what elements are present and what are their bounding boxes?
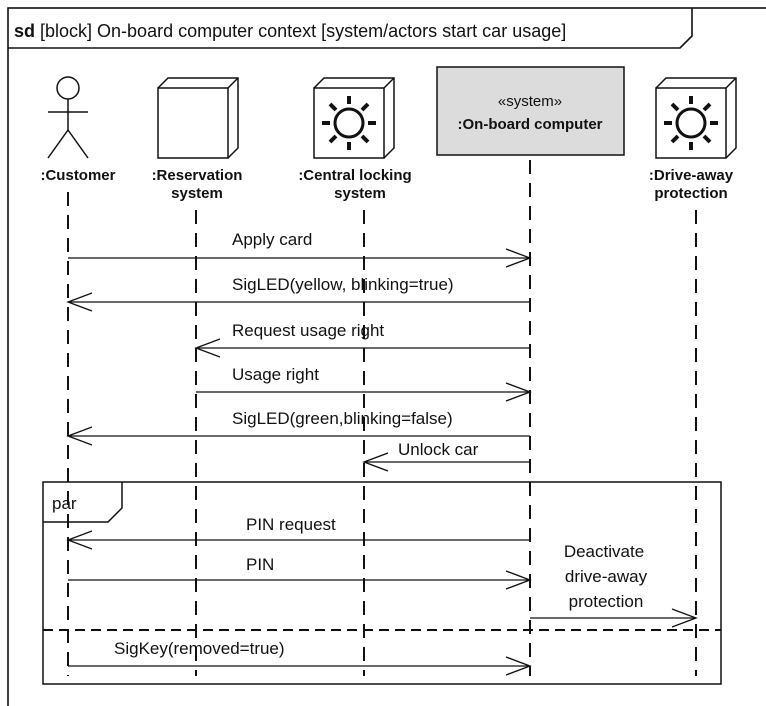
msg-sigled-yellow-arrowhead [66,292,93,312]
par-fragment-frame [42,481,722,685]
diagram-frame [7,7,766,706]
central-locking-label-2: system [334,185,386,202]
msg-deactivate-label-1: Deactivate [564,542,644,561]
msg-pin-arrowhead [505,570,532,590]
msg-request-usage-label: Request usage right [232,321,384,340]
msg-request-usage-arrowhead [194,338,221,358]
reservation-label-2: system [171,185,223,202]
msg-unlock-car-arrowhead [362,452,389,472]
frame-title-text: [block] On-board computer context [syste… [35,21,566,41]
onboard-computer-box [436,66,625,156]
msg-sigled-green-label: SigLED(green,blinking=false) [232,409,453,428]
msg-pin-request-label: PIN request [246,515,336,534]
frame-name-tab [8,8,693,49]
msg-sigkey-arrowhead [505,656,532,676]
msg-apply-card-arrowhead [505,248,532,268]
msg-pin-request-arrowhead [66,530,93,550]
customer-actor-icon [47,76,89,159]
frame-keyword: sd [14,21,35,41]
central-locking-block-icon [313,77,395,159]
msg-deactivate-label-2: drive-away [565,567,648,586]
central-locking-label-1: :Central locking [298,167,411,184]
msg-usage-right-label: Usage right [232,365,319,384]
onboard-label: :On-board computer [458,116,603,133]
msg-sigled-green-arrowhead [66,426,93,446]
msg-pin-label: PIN [246,555,274,574]
reservation-block-icon [157,77,239,159]
reservation-label-1: :Reservation [152,167,243,184]
msg-sigkey-label: SigKey(removed=true) [114,639,285,658]
customer-label: :Customer [40,167,115,184]
driveaway-block-icon [655,77,737,159]
msg-deactivate-arrowhead [671,608,698,628]
par-fragment-operator: par [52,494,77,513]
driveaway-label-1: :Drive-away [649,167,734,184]
onboard-stereotype: «system» [498,93,562,110]
driveaway-sun-icon [664,96,718,150]
driveaway-label-2: protection [654,185,727,202]
par-fragment-tab [43,482,123,523]
msg-deactivate-label-3: protection [569,592,644,611]
msg-usage-right-arrowhead [505,382,532,402]
central-locking-sun-icon [322,96,376,150]
frame-title: sd [block] On-board computer context [sy… [14,21,566,41]
msg-unlock-car-label: Unlock car [398,440,479,459]
msg-apply-card-label: Apply card [232,230,312,249]
msg-sigled-yellow-label: SigLED(yellow, blinking=true) [232,275,454,294]
